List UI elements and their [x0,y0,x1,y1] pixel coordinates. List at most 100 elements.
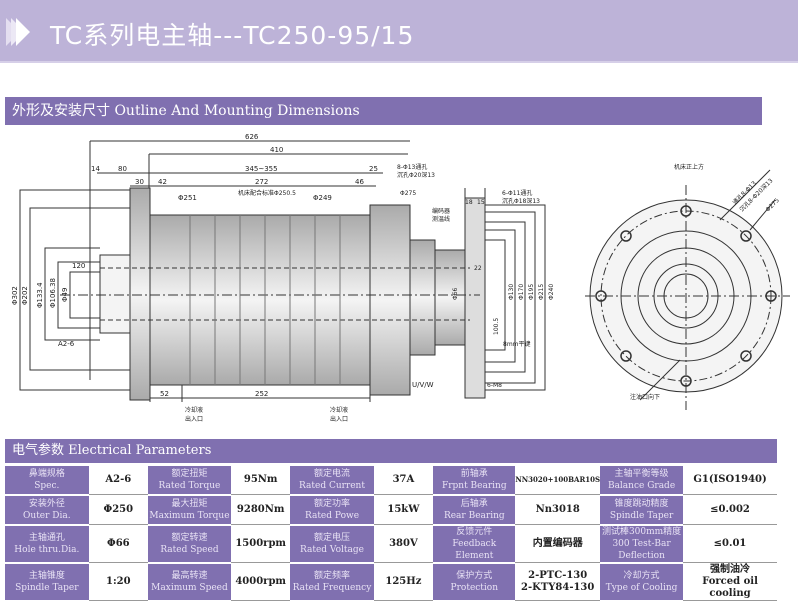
param-value: 1:20 [88,564,148,601]
param-label-en: Rated Current [299,481,365,491]
encoder-label: 编码器 [432,207,450,215]
dim-22: 22 [474,265,482,272]
dim-d49: Φ49 [61,288,69,302]
header-band: TC系列电主轴---TC250-95/15 [0,0,798,63]
param-label-cn: 前轴承 [460,469,488,479]
param-label-cn: 额定扭矩 [171,469,208,479]
dim-14: 14 [91,165,100,173]
page-title: TC系列电主轴---TC250-95/15 [50,21,415,50]
param-label-cn: 额定频率 [314,571,351,581]
electrical-section-header: 电气参数 Electrical Parameters [5,439,777,463]
param-label-en: Feedback Element [452,539,497,561]
param-label: 最高转速 Maximum Speed [148,564,231,601]
temp-line-label: 测温线 [432,215,450,223]
outline-section-header: 外形及安装尺寸 Outline And Mounting Dimensions [5,97,762,125]
param-label-en: Protection [450,583,499,593]
dim-d202: Φ202 [21,286,29,305]
param-value: 强制油冷 Forced oil cooling [683,564,777,601]
param-value: ≤0.002 [683,496,777,525]
param-value: 125Hz [373,564,434,601]
param-label-cn: 后轴承 [460,499,488,509]
param-label: 额定电压 Rated Voltage [290,526,374,563]
table-row: 主轴通孔 Hole thru.Dia. Φ66 额定转速 Rated Speed 1500… [5,526,777,563]
param-value: 1500rpm [230,526,291,563]
param-value: A2-6 [88,466,148,495]
param-value: 15kW [373,496,434,525]
param-label: 主轴通孔 Hole thru.Dia. [5,526,89,563]
param-value: 9280Nm [230,496,291,525]
param-label-cn: 额定电流 [314,469,351,479]
dim-d133: Φ133.4 [36,282,44,308]
play-arrow-icon [6,18,30,46]
param-label-cn: 额定转速 [171,533,208,543]
note-6holes: 6-Φ11通孔 [502,189,532,197]
param-label-en: Spindle Taper [609,511,674,521]
param-label: 额定转速 Rated Speed [148,526,231,563]
param-label-cn: 测试棒300mm精度 [601,527,682,537]
dim-d275: Φ275 [400,190,416,197]
dim-18: 18 [465,199,473,206]
param-value: 37A [373,466,434,495]
outline-drawing: 626 410 14 80 345~355 25 30 42 272 46 Φ2… [11,133,790,423]
param-label-en: Rated Powe [304,511,360,521]
top-label: 机床正上方 [674,163,704,171]
param-value: Φ66 [88,526,148,563]
dim-272: 272 [255,178,268,186]
coolant-label: 冷却液 [185,406,203,414]
dim-120: 120 [72,262,85,270]
dim-46: 46 [355,178,364,186]
param-label-en: Frpnt Bearing [441,481,507,491]
oil-port-label: 注油口向下 [630,393,660,401]
dim-626: 626 [245,133,259,141]
param-label: 最大扭矩 Maximum Torque [148,496,231,525]
dim-25: 25 [369,165,378,173]
param-label-cn: 冷却方式 [623,571,660,581]
dim-410: 410 [270,146,283,154]
param-label-en: Maximum Speed [151,583,228,593]
dim-d170: Φ170 [518,284,525,300]
param-label-en: Maximum Torque [149,511,230,521]
param-label-cn: 额定电压 [314,533,351,543]
param-label-en: Spec. [34,481,60,491]
param-label-cn: 安装外径 [28,499,65,509]
note-counterbore: 沉孔Φ20深13 [397,171,435,179]
dim-30: 30 [135,178,144,186]
dim-d251: Φ251 [178,194,197,202]
param-label-cn: 主轴锥度 [28,571,65,581]
dim-d66: Φ66 [452,287,459,300]
param-label-en: Rated Voltage [300,545,364,555]
coolant-label-2: 冷却液 [330,406,348,414]
dim-52: 52 [160,390,169,398]
param-label-cn: 最高转速 [171,571,208,581]
dim-d249: Φ249 [313,194,332,202]
param-label-en: Rated Speed [160,545,219,555]
param-value: 2-PTC-130 2-KTY84-130 [515,564,601,601]
dim-d215: Φ215 [538,284,545,300]
param-label-en: Hole thru.Dia. [14,545,80,555]
dim-d130: Φ130 [508,284,515,300]
param-value: Φ250 [88,496,148,525]
param-label-en: Balance Grade [607,481,676,491]
end-d275: Φ275 [764,197,781,214]
param-label-cn: 主轴通孔 [28,533,65,543]
param-label-en: Type of Cooling [605,583,678,593]
param-label-cn: 保护方式 [456,571,493,581]
param-label: 冷却方式 Type of Cooling [600,564,684,601]
param-value: NN3020+100BAR10S [515,466,601,495]
param-label: 额定电流 Rated Current [290,466,374,495]
param-label-cn: 最大扭矩 [171,499,208,509]
label-a2-6: A2-6 [58,340,75,348]
